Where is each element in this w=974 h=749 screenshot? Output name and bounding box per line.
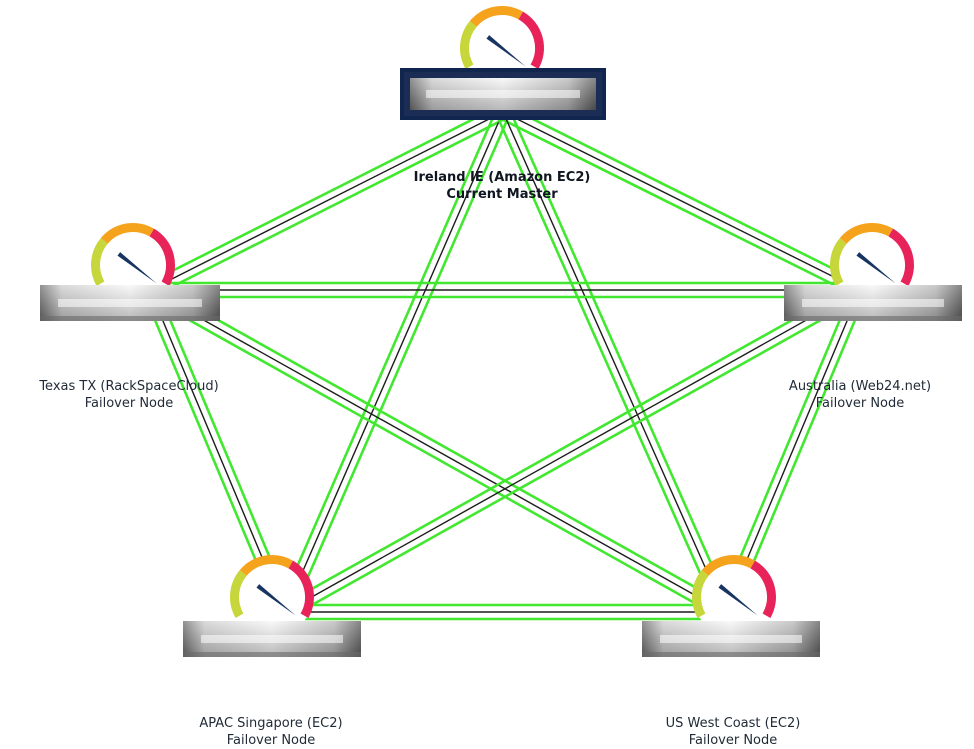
node-australia[interactable] [784, 223, 962, 321]
server-icon [642, 621, 820, 657]
node-name-ireland: Ireland IE (Amazon EC2) [413, 170, 591, 185]
links-layer [142, 104, 868, 621]
node-apac[interactable] [183, 555, 361, 657]
server-icon [183, 621, 361, 657]
node-role-ireland: Current Master [446, 187, 558, 202]
gauge-needle-icon [718, 584, 758, 616]
link-ireland-apac [277, 107, 511, 617]
node-role-texas: Failover Node [84, 396, 174, 411]
node-role-australia: Failover Node [815, 396, 905, 411]
link-ireland-australia [498, 104, 865, 298]
node-label-apac: APAC Singapore (EC2) Failover Node [160, 715, 382, 749]
link-ireland-texas [145, 104, 508, 298]
link-texas-uswest [145, 282, 730, 620]
node-role-uswest: Failover Node [688, 733, 778, 748]
node-name-texas: Texas TX (RackSpaceCloud) [39, 379, 219, 394]
node-role-apac: Failover Node [226, 733, 316, 748]
server-icon [40, 285, 220, 321]
node-label-uswest: US West Coast (EC2) Failover Node [622, 715, 844, 749]
gauge-needle-icon [486, 35, 526, 67]
link-ireland-uswest [495, 107, 733, 617]
load-gauge-icon [692, 555, 776, 637]
node-name-uswest: US West Coast (EC2) [665, 716, 801, 731]
node-uswest[interactable] [642, 555, 820, 657]
load-gauge-icon [230, 555, 314, 637]
link-texas-australia [148, 281, 862, 299]
node-label-texas: Texas TX (RackSpaceCloud) Failover Node [0, 378, 258, 412]
node-label-australia: Australia (Web24.net) Failover Node [748, 378, 972, 412]
link-australia-apac [280, 282, 865, 620]
server-icon [400, 68, 606, 120]
node-ireland[interactable] [400, 6, 606, 120]
node-label-ireland: Ireland IE (Amazon EC2) Current Master [389, 169, 615, 203]
node-name-australia: Australia (Web24.net) [788, 379, 932, 394]
node-texas[interactable] [40, 223, 220, 321]
gauge-needle-icon [117, 252, 157, 284]
gauge-needle-icon [256, 584, 296, 616]
nodes-layer [40, 6, 962, 657]
node-name-apac: APAC Singapore (EC2) [199, 716, 343, 731]
link-apac-uswest [283, 603, 727, 621]
server-icon [784, 285, 962, 321]
gauge-needle-icon [856, 252, 896, 284]
